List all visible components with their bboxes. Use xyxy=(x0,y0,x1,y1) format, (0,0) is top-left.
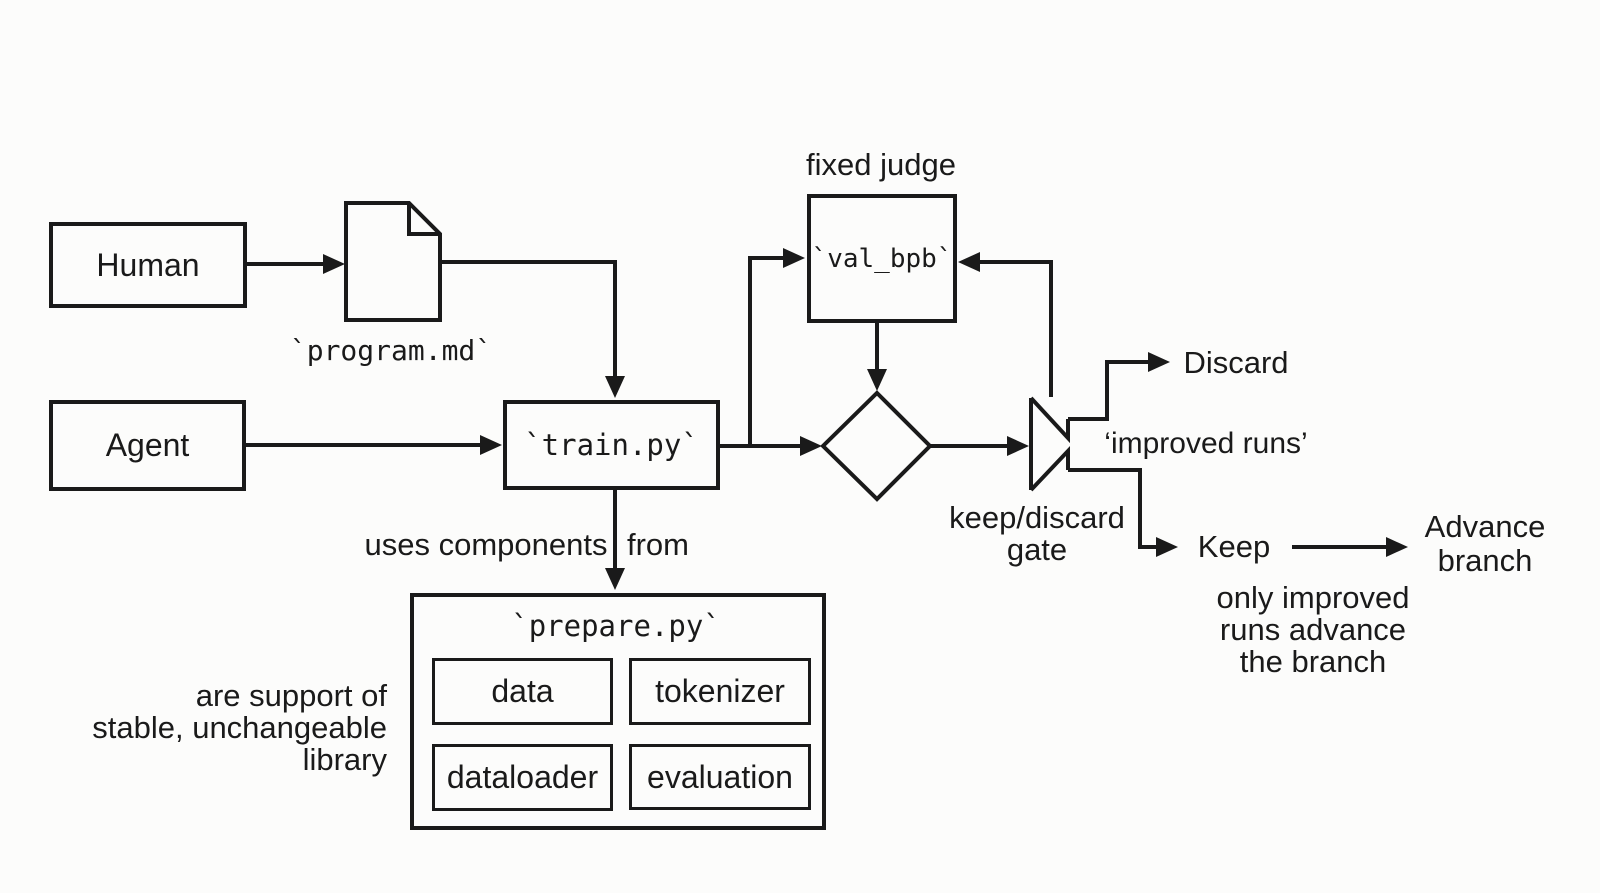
path-gate-to-discard xyxy=(1068,360,1150,421)
keep-label: Keep xyxy=(1197,529,1271,564)
from-caption: from xyxy=(627,527,689,562)
arrow-program-to-train xyxy=(440,260,617,378)
component-data: data xyxy=(432,658,613,725)
human-node: Human xyxy=(49,222,247,308)
component-tokenizer-label: tokenizer xyxy=(655,673,785,709)
improved-runs-caption: ‘improved runs’ xyxy=(1104,427,1308,460)
document-file-icon xyxy=(344,201,442,322)
uses-components-caption: uses components xyxy=(364,527,608,562)
advance-branch-label: Advance branch xyxy=(1424,509,1546,578)
component-dataloader: dataloader xyxy=(432,744,613,811)
component-evaluation-label: evaluation xyxy=(647,758,793,795)
keep-discard-gate-caption: keep/discard gate xyxy=(949,500,1125,567)
train-py-node: `train.py` xyxy=(503,400,720,490)
prepare-py-label: `prepare.py` xyxy=(511,609,721,643)
component-evaluation: evaluation xyxy=(629,744,811,810)
train-py-label: `train.py` xyxy=(524,428,699,462)
path-gate-to-keep xyxy=(1068,468,1158,549)
agent-node: Agent xyxy=(49,400,246,491)
component-data-label: data xyxy=(491,673,554,709)
program-md-label: `program.md` xyxy=(289,334,493,367)
arrow-train-to-valbpb xyxy=(748,256,786,446)
human-label: Human xyxy=(96,246,200,283)
val-bpb-node: `val_bpb` xyxy=(807,194,957,323)
agent-label: Agent xyxy=(105,427,190,463)
decision-diamond-icon xyxy=(820,390,933,502)
val-bpb-label: `val_bpb` xyxy=(811,243,953,274)
component-dataloader-label: dataloader xyxy=(446,759,599,795)
arrow-gate-to-valbpb xyxy=(977,260,1053,397)
support-library-note: are support of stable, unchangeable libr… xyxy=(92,678,387,777)
keep-discard-gate-icon xyxy=(1029,396,1070,492)
arrowheads xyxy=(323,248,1408,590)
fixed-judge-caption: fixed judge xyxy=(806,147,956,182)
only-improved-note: only improved runs advance the branch xyxy=(1216,580,1410,679)
component-tokenizer: tokenizer xyxy=(629,658,811,725)
discard-label: Discard xyxy=(1183,345,1289,380)
